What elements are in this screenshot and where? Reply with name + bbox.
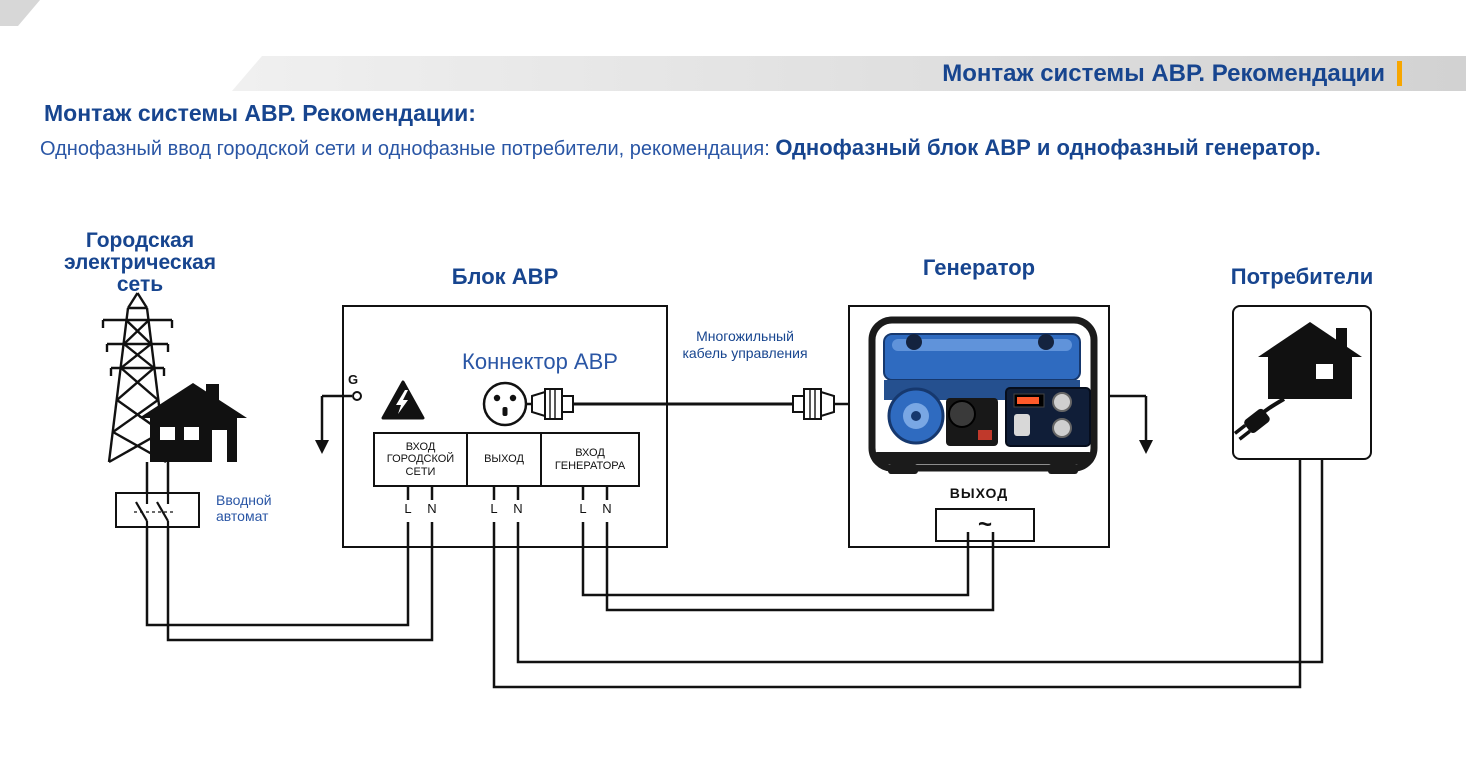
terminal-n-city: N: [427, 501, 437, 516]
input-breaker-box: [115, 492, 200, 528]
corner-decoration: [0, 0, 40, 26]
generator-output-box: ~: [935, 508, 1035, 542]
generator-output-label: ВЫХОД: [949, 485, 1009, 501]
avr-connector-label: Коннектор АВР: [462, 349, 618, 374]
intro-text-regular: Однофазный ввод городской сети и однофаз…: [40, 138, 776, 160]
ground-arrow-right-icon: [1110, 394, 1153, 454]
page-heading: Монтаж системы АВР. Рекомендации:: [44, 100, 476, 126]
intro-text-bold: Однофазный блок АВР и однофазный генерат…: [775, 135, 1321, 160]
avr-block-title: Блок АВР: [451, 264, 559, 289]
generator-title: Генератор: [922, 255, 1036, 280]
terminal-n-generator: N: [602, 501, 612, 516]
control-cable-label: Многожильный кабель управления: [682, 328, 808, 361]
consumers-box: [1232, 305, 1372, 460]
transmission-tower-icon: [101, 292, 174, 464]
input-breaker-label: Вводной автомат: [216, 492, 272, 525]
terminal-box-generator-input: ВХОД ГЕНЕРАТОРА: [540, 432, 640, 487]
terminal-l-generator: L: [579, 501, 587, 516]
city-network-title: Городская электрическая сеть: [63, 229, 217, 297]
terminal-box-city-input: ВХОД ГОРОДСКОЙ СЕТИ: [373, 432, 468, 487]
avr-block-box: [342, 305, 668, 548]
header-banner: Монтаж системы АВР. Рекомендации: [232, 56, 1466, 91]
banner-title: Монтаж системы АВР. Рекомендации: [942, 59, 1385, 87]
accent-bar: [1397, 61, 1402, 86]
consumers-title: Потребители: [1230, 264, 1374, 289]
house-icon: [139, 383, 247, 462]
terminal-box-output: ВЫХОД: [466, 432, 542, 487]
intro-paragraph: Однофазный ввод городской сети и однофаз…: [40, 132, 1340, 164]
wiring-lines: [145, 460, 1324, 689]
terminal-n-output: N: [513, 501, 523, 516]
ground-terminal-label: G: [348, 372, 359, 387]
terminal-l-city: L: [404, 501, 412, 516]
terminal-l-output: L: [490, 501, 498, 516]
